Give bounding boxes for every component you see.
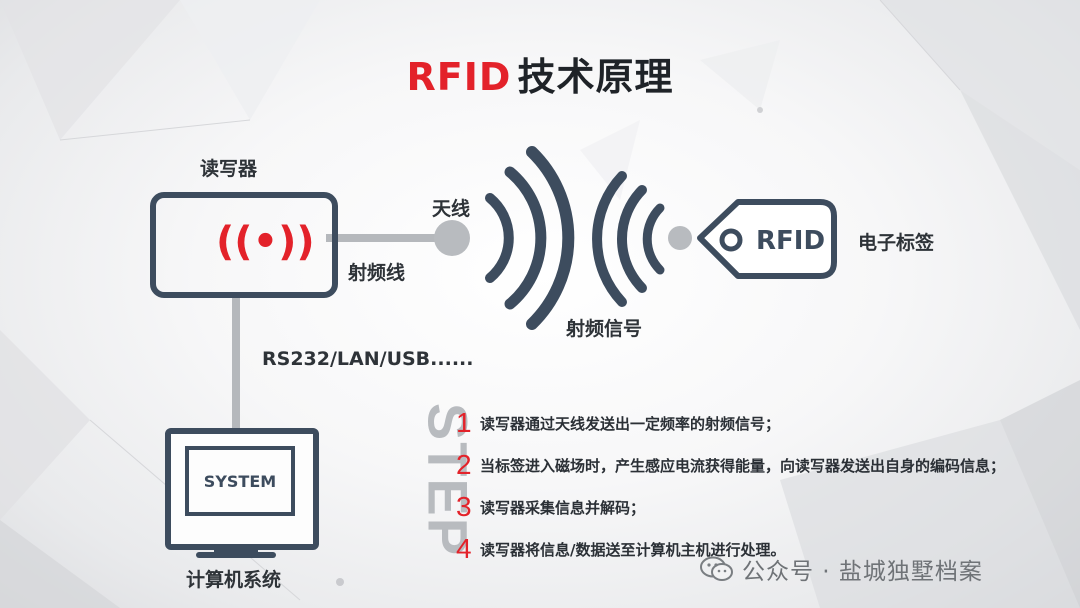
wireless-signal-icon: ((•)) [216, 219, 315, 265]
step-number: 4 [456, 533, 472, 564]
interface-line [232, 292, 240, 430]
step-item: 1 读写器通过天线发送出一定频率的射频信号； [456, 402, 1005, 444]
steps-list: 1 读写器通过天线发送出一定频率的射频信号； 2 当标签进入磁场时，产生感应电流… [456, 402, 1005, 570]
label-tag: 电子标签 [858, 232, 935, 254]
watermark: 公众号 · 盐城独墅档案 [700, 552, 983, 586]
step-number: 2 [456, 449, 472, 480]
label-rf-signal: 射频信号 [566, 318, 643, 340]
step-number: 1 [456, 407, 472, 438]
title-accent: RFID [406, 55, 512, 99]
tag-antenna-node [668, 226, 692, 250]
watermark-text: 公众号 · 盐城独墅档案 [742, 559, 983, 585]
step-text: 读写器通过天线发送出一定频率的射频信号； [480, 414, 781, 433]
rf-cable-line [326, 234, 444, 242]
label-antenna: 天线 [432, 198, 471, 220]
step-item: 4 读写器将信息/数据送至计算机主机进行处理。 [456, 528, 1005, 570]
step-text: 读写器采集信息并解码； [480, 498, 646, 517]
label-interfaces: RS232/LAN/USB...... [262, 348, 474, 370]
title-rest: 技术原理 [517, 55, 674, 99]
rfid-tag-shape [697, 199, 837, 279]
step-text: 读写器将信息/数据送至计算机主机进行处理。 [480, 540, 786, 559]
monitor-screen: SYSTEM [185, 446, 295, 516]
radio-waves-incoming [592, 171, 665, 307]
computer-monitor: SYSTEM [165, 428, 319, 550]
step-item: 2 当标签进入磁场时，产生感应电流获得能量，向读写器发送出自身的编码信息； [456, 444, 1005, 486]
radio-waves-outgoing [485, 146, 575, 330]
monitor-base [196, 552, 276, 558]
wechat-icon [700, 556, 733, 581]
label-reader: 读写器 [200, 158, 258, 180]
reader-device: ((•)) [150, 192, 338, 298]
step-text: 当标签进入磁场时，产生感应电流获得能量，向读写器发送出自身的编码信息； [480, 456, 1006, 475]
step-number: 3 [456, 491, 472, 522]
tag-hole-icon [719, 228, 743, 252]
label-computer: 计算机系统 [186, 569, 282, 591]
antenna-node [434, 220, 470, 256]
label-rf-cable: 射频线 [348, 262, 406, 284]
step-item: 3 读写器采集信息并解码； [456, 486, 1005, 528]
tag-text: RFID [756, 226, 826, 256]
